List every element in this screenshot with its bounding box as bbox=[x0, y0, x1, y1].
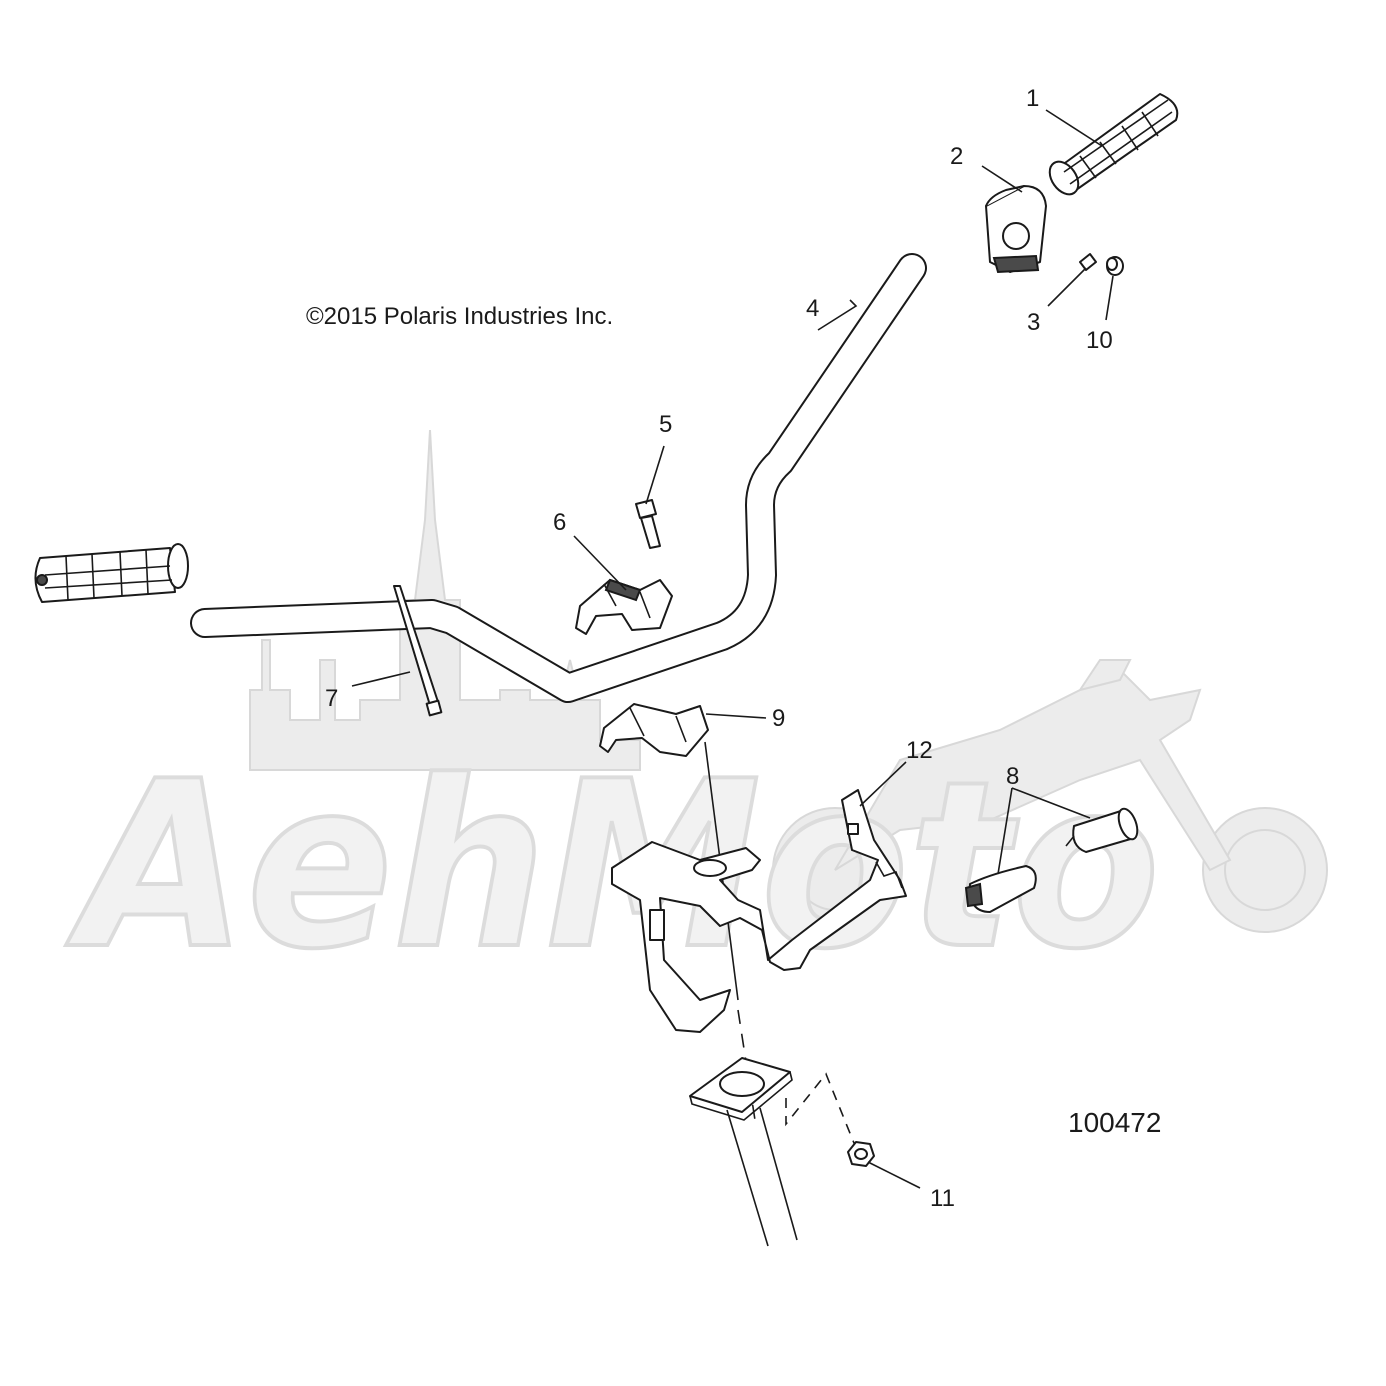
handlebar bbox=[190, 253, 927, 703]
leader-10 bbox=[1105, 275, 1114, 321]
document-number: 100472 bbox=[1068, 1107, 1161, 1138]
leader-lines bbox=[351, 109, 1114, 1189]
leader-7 bbox=[351, 671, 411, 687]
callouts: 1 2 3 4 5 6 7 8 9 10 11 12 bbox=[325, 85, 1113, 1212]
leader-4 bbox=[817, 299, 858, 331]
leader-8 bbox=[997, 787, 1091, 875]
lower-clamp bbox=[599, 703, 709, 757]
callout-4: 4 bbox=[806, 295, 819, 322]
callout-7: 7 bbox=[325, 685, 338, 712]
upper-clamp bbox=[575, 578, 673, 635]
callout-12: 12 bbox=[906, 737, 933, 764]
hex-nut bbox=[847, 1141, 875, 1167]
clamp-bolt bbox=[635, 499, 661, 549]
callout-11: 11 bbox=[930, 1185, 955, 1212]
plug-10 bbox=[1106, 256, 1124, 276]
callout-9: 9 bbox=[772, 705, 785, 732]
steering-column bbox=[689, 741, 857, 1247]
leader-5 bbox=[645, 445, 665, 505]
callout-1: 1 bbox=[1026, 85, 1039, 112]
left-grip bbox=[34, 543, 189, 603]
callout-5: 5 bbox=[659, 411, 672, 438]
callout-3: 3 bbox=[1027, 309, 1040, 336]
leader-12 bbox=[859, 761, 907, 807]
cable-tie bbox=[393, 585, 443, 717]
leader-1 bbox=[1045, 109, 1103, 147]
switch-cover bbox=[964, 865, 1037, 913]
callout-2: 2 bbox=[950, 143, 963, 170]
callout-8: 8 bbox=[1006, 763, 1019, 790]
leader-2 bbox=[981, 165, 1023, 193]
leader-6 bbox=[573, 535, 627, 591]
mounting-bracket bbox=[611, 789, 907, 1033]
callout-10: 10 bbox=[1086, 327, 1113, 354]
right-grip bbox=[1048, 93, 1179, 196]
switch-body bbox=[1065, 807, 1139, 853]
leader-3 bbox=[1047, 267, 1087, 307]
screw-3 bbox=[1079, 253, 1097, 271]
watermark-skyline bbox=[249, 429, 641, 771]
throttle-housing bbox=[985, 185, 1047, 274]
copyright-text: ©2015 Polaris Industries Inc. bbox=[306, 303, 613, 330]
leader-11 bbox=[867, 1161, 921, 1189]
leader-9 bbox=[705, 713, 767, 719]
callout-6: 6 bbox=[553, 509, 566, 536]
